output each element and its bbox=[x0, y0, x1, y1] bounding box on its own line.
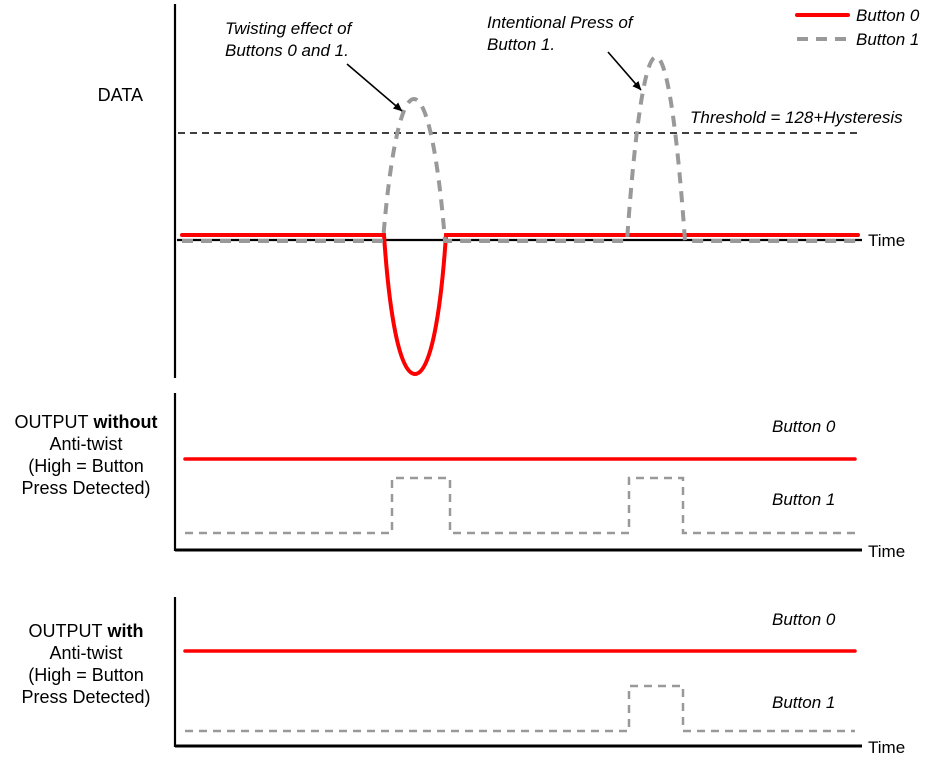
middle-button1-label: Button 1 bbox=[772, 490, 835, 509]
bottom-title-bold: with bbox=[107, 621, 144, 641]
bottom-panel-title-line4: Press Detected) bbox=[21, 687, 150, 707]
middle-time-label: Time bbox=[868, 542, 905, 561]
top-time-label: Time bbox=[868, 231, 905, 250]
middle-button0-label: Button 0 bbox=[772, 417, 836, 436]
bottom-button1-label: Button 1 bbox=[772, 693, 835, 712]
middle-button1-signal bbox=[185, 476, 855, 535]
middle-panel-title-line3: (High = Button bbox=[28, 456, 144, 476]
twist-annotation-line2: Buttons 0 and 1. bbox=[225, 41, 349, 60]
press-annotation-line1: Intentional Press of bbox=[487, 13, 635, 32]
bottom-panel-title-line2: Anti-twist bbox=[49, 643, 122, 663]
legend-button1-label: Button 1 bbox=[856, 30, 919, 49]
top-panel: DATA Threshold = 128+Hysteresis Time Twi… bbox=[98, 4, 920, 378]
button1-data-signal bbox=[182, 54, 858, 243]
twist-annotation-arrow bbox=[346, 63, 403, 112]
bottom-time-label: Time bbox=[868, 738, 905, 757]
bottom-panel-title-line3: (High = Button bbox=[28, 665, 144, 685]
middle-panel-title-line4: Press Detected) bbox=[21, 478, 150, 498]
button0-data-signal bbox=[180, 233, 860, 377]
legend: Button 0 Button 1 bbox=[795, 6, 920, 49]
threshold-label: Threshold = 128+Hysteresis bbox=[690, 108, 903, 127]
press-annotation-line2: Button 1. bbox=[487, 35, 555, 54]
bottom-button1-signal bbox=[185, 684, 855, 733]
bottom-button0-label: Button 0 bbox=[772, 610, 836, 629]
legend-button0-label: Button 0 bbox=[856, 6, 920, 25]
bottom-title-normal: OUTPUT bbox=[29, 621, 103, 641]
middle-panel-title-line2: Anti-twist bbox=[49, 434, 122, 454]
twist-annotation-line1: Twisting effect of bbox=[225, 19, 354, 38]
press-annotation-arrow bbox=[607, 51, 642, 91]
middle-title-bold: without bbox=[93, 412, 158, 432]
middle-title-normal: OUTPUT bbox=[15, 412, 89, 432]
data-axis-label: DATA bbox=[98, 85, 143, 105]
